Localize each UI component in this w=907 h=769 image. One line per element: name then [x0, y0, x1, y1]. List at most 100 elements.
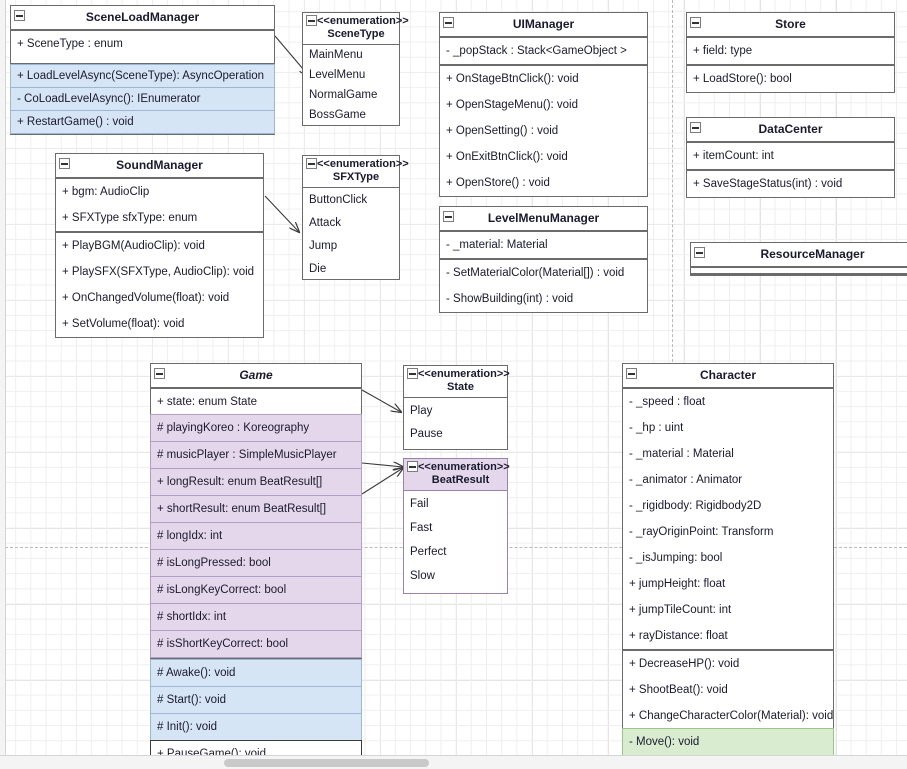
enum-sfx-type[interactable]: <<enumeration>> SFXType ButtonClick Atta…: [302, 155, 409, 280]
collapse-minus-icon[interactable]: [154, 368, 165, 379]
enum-beat-result[interactable]: <<enumeration>> BeatResult Fail Fast Per…: [403, 458, 510, 594]
enum-value: Fail: [410, 498, 429, 510]
bottom-scroll-strip[interactable]: [0, 755, 907, 769]
enum-value: ButtonClick: [309, 194, 368, 206]
class-header: SoundManager: [56, 154, 263, 179]
operation-row: - CoLoadLevelAsync(): IEnumerator: [10, 87, 275, 111]
enum-scene-type[interactable]: <<enumeration>> SceneType MainMenu Level…: [302, 12, 409, 126]
collapse-minus-icon[interactable]: [59, 158, 70, 169]
collapse-minus-icon[interactable]: [306, 15, 317, 26]
attributes-section: + SceneType : enum: [11, 31, 274, 65]
class-character[interactable]: Character - _speed : float - _hp : uint …: [622, 363, 834, 769]
collapse-minus-icon[interactable]: [14, 10, 25, 21]
attribute-row: - _speed : float: [629, 396, 706, 408]
collapse-minus-icon[interactable]: [694, 247, 705, 258]
class-header: LevelMenuManager: [440, 207, 647, 232]
class-data-center[interactable]: DataCenter + itemCount: int + SaveStageS…: [686, 117, 895, 198]
enum-header: <<enumeration>> SFXType: [303, 156, 409, 188]
enum-header: <<enumeration>> SceneType: [303, 13, 409, 45]
class-header: Character: [623, 364, 833, 389]
attributes-section: - _material: Material: [440, 232, 647, 260]
class-sound-manager[interactable]: SoundManager + bgm: AudioClip + SFXType …: [55, 153, 264, 338]
class-header: ResourceManager: [691, 243, 907, 268]
operation-row: + LoadLevelAsync(SceneType): AsyncOperat…: [10, 64, 275, 88]
attribute-row: # musicPlayer : SimpleMusicPlayer: [150, 441, 362, 469]
collapse-minus-icon[interactable]: [306, 158, 317, 169]
attribute-row: # longIdx: int: [150, 522, 362, 550]
attribute-row: # isLongKeyCorrect: bool: [150, 576, 362, 604]
attributes-section: + state: enum State # playingKoreo : Kor…: [150, 389, 362, 660]
operations-section: + OnStageBtnClick(): void + OpenStageMen…: [440, 66, 647, 196]
operations-section: - SetMaterialColor(Material[]) : void - …: [440, 260, 647, 312]
class-header: UIManager: [440, 13, 647, 38]
attributes-section: + itemCount: int: [687, 143, 894, 171]
operation-row: + DecreaseHP(): void: [629, 658, 740, 670]
class-level-menu-manager[interactable]: LevelMenuManager - _material: Material -…: [439, 206, 648, 313]
enum-value: Play: [410, 405, 433, 417]
attribute-row: - _material: Material: [446, 239, 548, 251]
attribute-row: - _isJumping: bool: [629, 552, 723, 564]
collapse-minus-icon[interactable]: [690, 122, 701, 133]
enum-values-section: ButtonClick Attack Jump Die: [303, 188, 399, 279]
class-resource-manager[interactable]: ResourceManager: [690, 242, 907, 276]
operations-section: + PlayBGM(AudioClip): void + PlaySFX(SFX…: [56, 233, 263, 337]
attributes-section: - _popStack : Stack<GameObject >: [440, 38, 647, 66]
link-game-longresult-beatresult: [361, 463, 403, 467]
attribute-filler: [11, 57, 274, 63]
operations-section: # Awake(): void # Start(): void # Init()…: [150, 659, 362, 769]
collapse-minus-icon[interactable]: [443, 211, 454, 222]
enum-header: <<enumeration>> State: [404, 366, 510, 398]
collapse-minus-icon[interactable]: [443, 17, 454, 28]
class-header: DataCenter: [687, 118, 894, 143]
operation-row: + OpenSetting() : void: [446, 125, 559, 137]
operations-section: + LoadStore(): bool: [687, 66, 894, 92]
attribute-row: - _hp : uint: [629, 422, 684, 434]
attribute-row: + bgm: AudioClip: [62, 186, 150, 198]
operations-section: + LoadLevelAsync(SceneType): AsyncOperat…: [10, 64, 275, 134]
enum-state[interactable]: <<enumeration>> State Play Pause: [403, 365, 510, 450]
link-soundmanager-sfxtype: [264, 195, 299, 232]
operation-row: + PlayBGM(AudioClip): void: [62, 240, 205, 252]
class-header: Store: [687, 13, 894, 38]
operation-row: + ChangeCharacterColor(Material): void: [629, 710, 833, 722]
class-scene-load-manager[interactable]: SceneLoadManager + SceneType : enum + Lo…: [10, 5, 275, 135]
enum-values-section: Fail Fast Perfect Slow: [404, 491, 507, 593]
collapse-minus-icon[interactable]: [407, 368, 418, 379]
class-header: SceneLoadManager: [11, 6, 274, 31]
operation-row: + LoadStore(): bool: [693, 73, 792, 85]
class-ui-manager[interactable]: UIManager - _popStack : Stack<GameObject…: [439, 12, 648, 197]
link-game-shortresult-beatresult: [361, 468, 403, 495]
attribute-row: + SceneType : enum: [17, 38, 123, 50]
operation-row: # Init(): void: [150, 713, 362, 741]
operation-row: + ShootBeat(): void: [629, 684, 728, 696]
attribute-row: + field: type: [693, 45, 753, 57]
operation-row: + OnExitBtnClick(): void: [446, 151, 568, 163]
attribute-row: - _rayOriginPoint: Transform: [629, 526, 774, 538]
enum-value: Attack: [309, 217, 341, 229]
operation-row: + SaveStageStatus(int) : void: [693, 178, 843, 190]
class-store[interactable]: Store + field: type + LoadStore(): bool: [686, 12, 895, 93]
attribute-row: - _popStack : Stack<GameObject >: [446, 45, 627, 57]
operation-row: # Start(): void: [150, 686, 362, 714]
horizontal-scrollbar-thumb[interactable]: [224, 759, 429, 767]
operation-row: - SetMaterialColor(Material[]) : void: [446, 267, 625, 279]
operation-row: + RestartGame() : void: [10, 110, 275, 134]
enum-values-section: Play Pause: [404, 398, 507, 449]
enum-header: <<enumeration>> BeatResult: [404, 459, 510, 491]
attribute-row: - _animator : Animator: [629, 474, 743, 486]
enum-value: NormalGame: [309, 89, 378, 101]
operations-section: + SaveStageStatus(int) : void: [687, 171, 894, 197]
operation-row: # Awake(): void: [150, 659, 362, 687]
attribute-row: # shortIdx: int: [150, 603, 362, 631]
collapse-minus-icon[interactable]: [690, 17, 701, 28]
attribute-row: + shortResult: enum BeatResult[]: [150, 495, 362, 523]
collapse-minus-icon[interactable]: [626, 368, 637, 379]
enum-value: Fast: [410, 522, 433, 534]
collapse-minus-icon[interactable]: [407, 461, 418, 472]
attribute-row: + jumpTileCount: int: [629, 604, 732, 616]
class-game[interactable]: Game + state: enum State # playingKoreo …: [150, 363, 362, 769]
enum-value: BossGame: [309, 109, 366, 121]
attribute-row: + state: enum State: [157, 396, 258, 408]
attribute-row: + SFXType sfxType: enum: [62, 212, 198, 224]
